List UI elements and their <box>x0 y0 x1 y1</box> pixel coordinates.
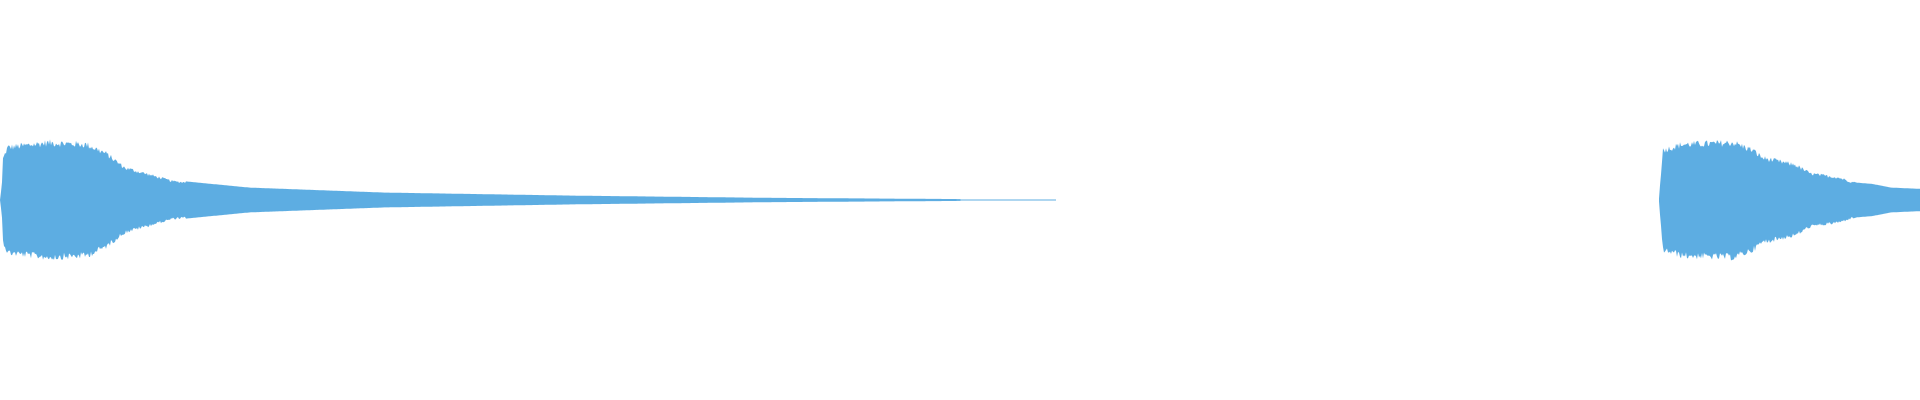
waveform-clip-2[interactable] <box>1659 140 1920 261</box>
waveform-clip-1[interactable] <box>0 139 1056 261</box>
audio-clips <box>0 139 1920 261</box>
